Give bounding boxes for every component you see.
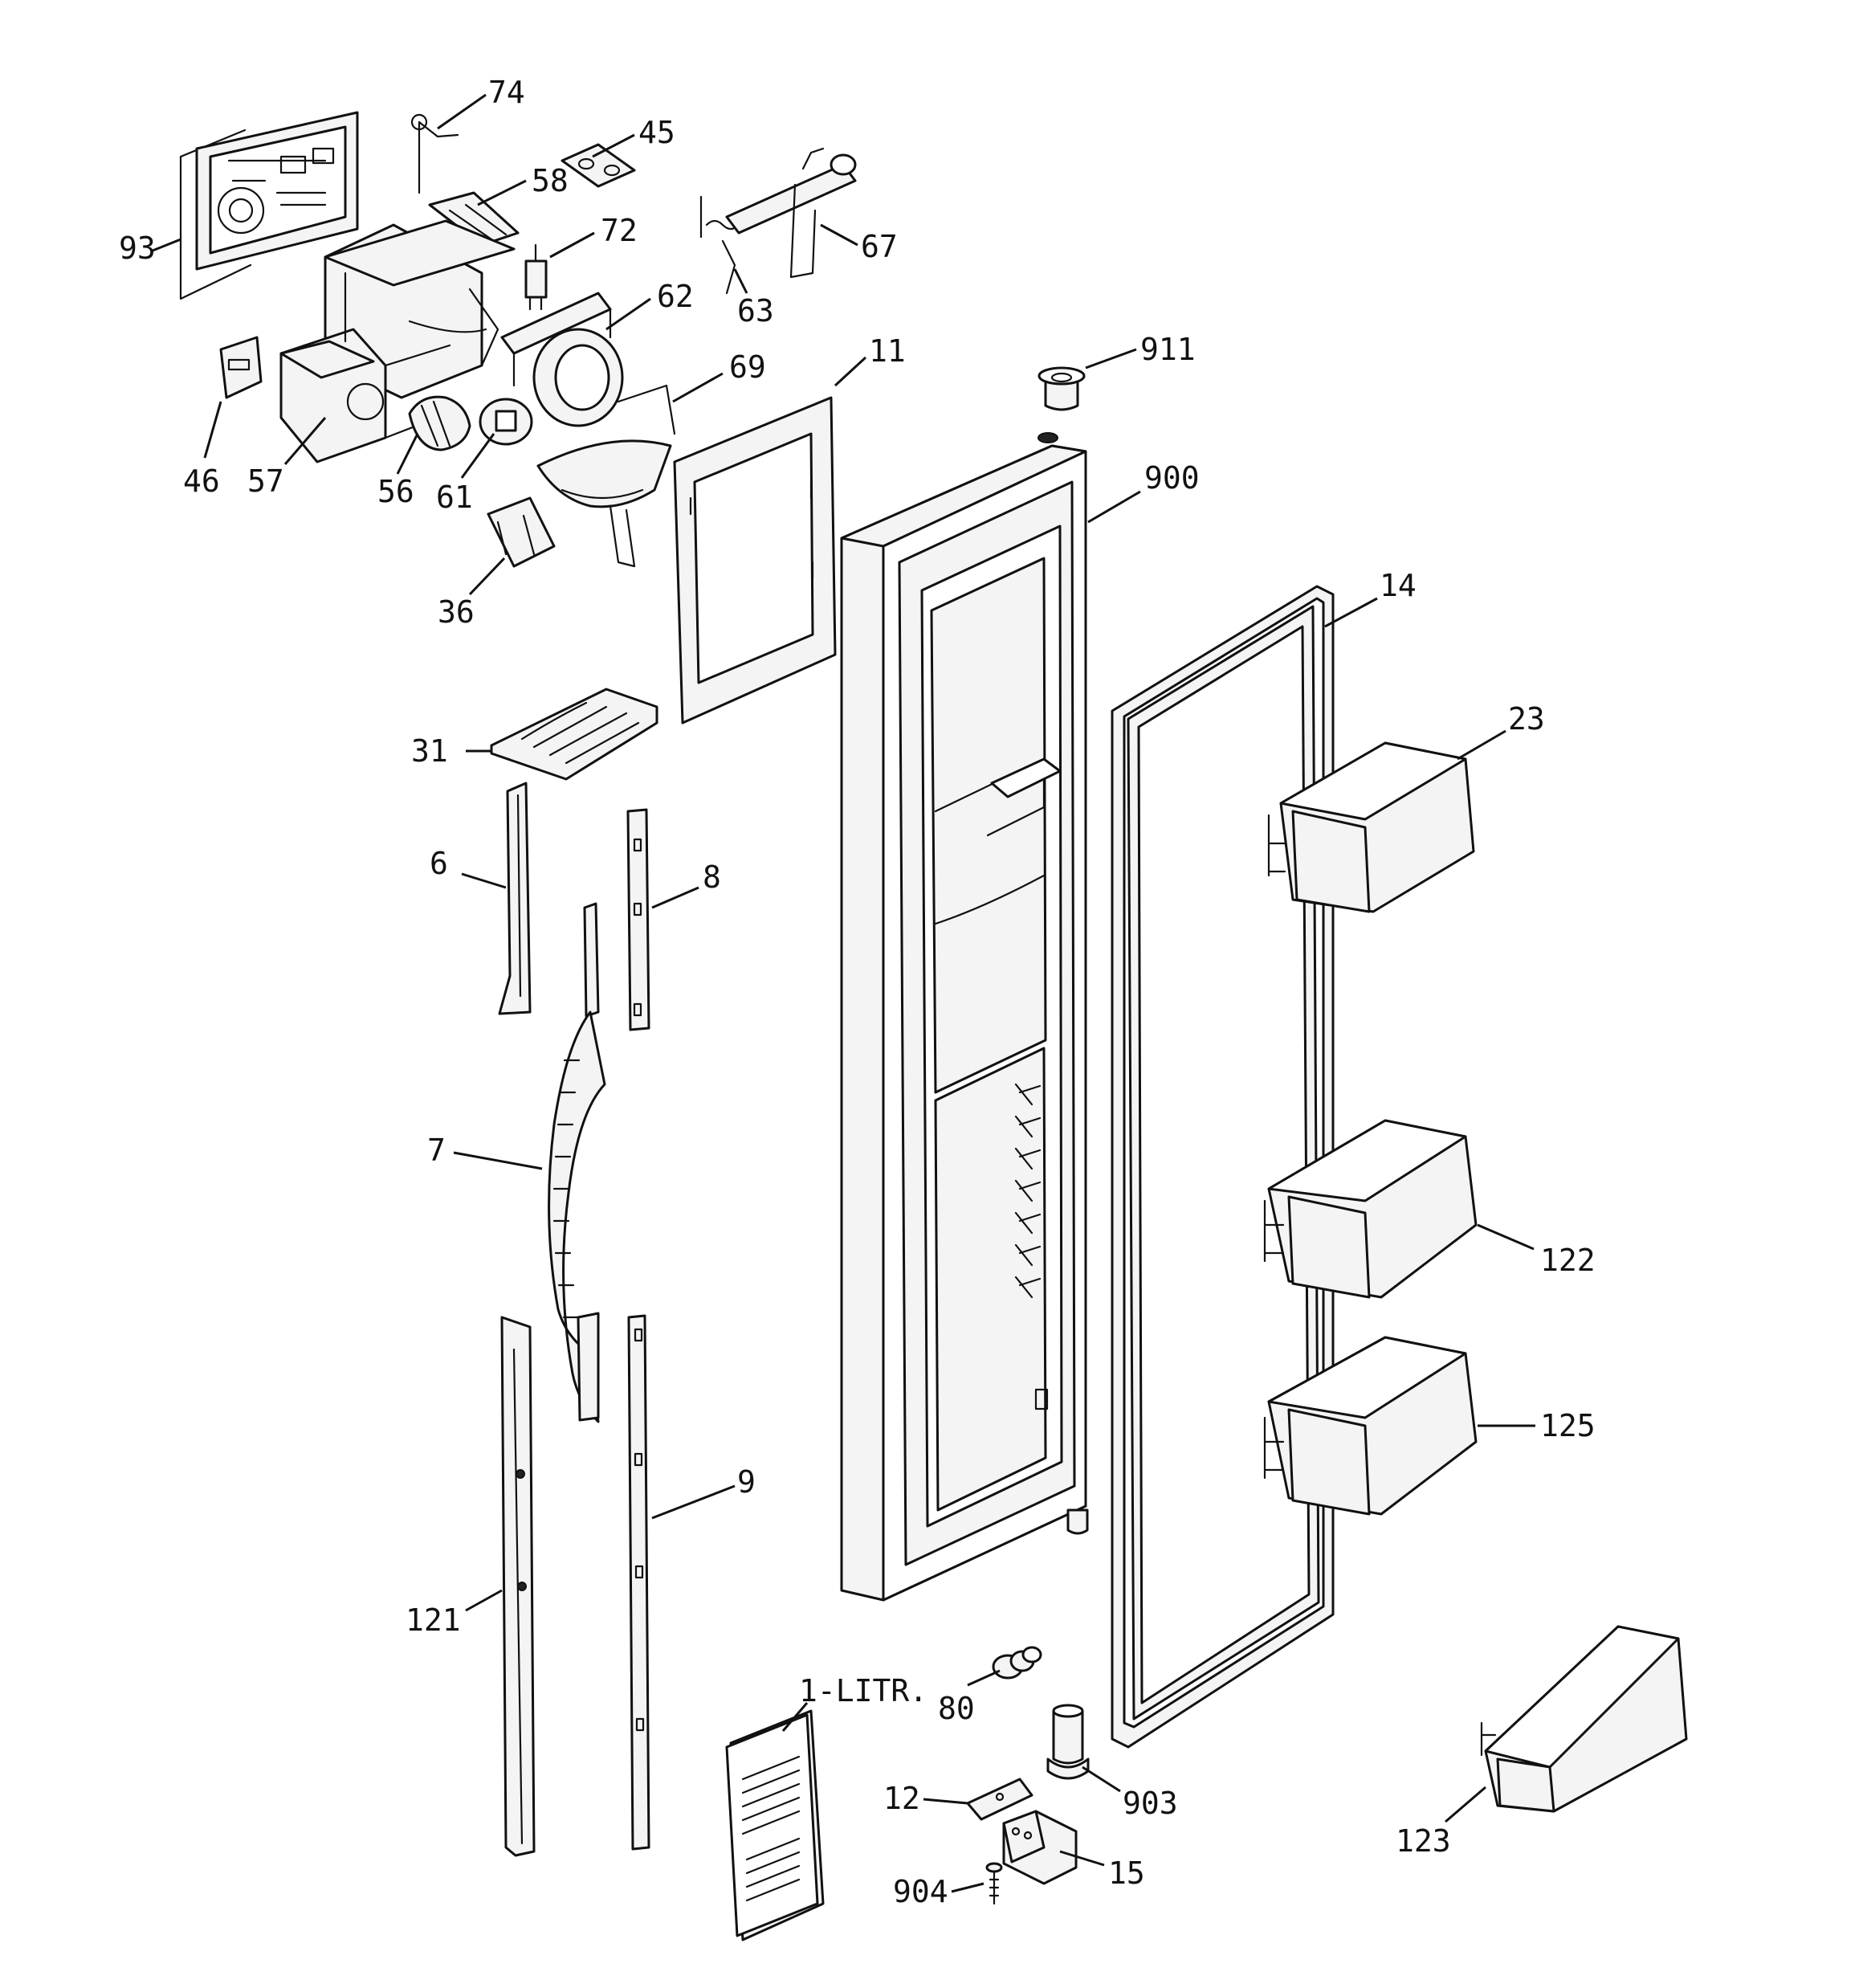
part-123-door-bin[interactable] — [1480, 1625, 1688, 1813]
callout-911: 911 — [1140, 332, 1196, 367]
part-903-hinge-pin[interactable] — [1046, 1704, 1090, 1780]
part-8-strip[interactable] — [626, 808, 650, 1031]
callout-903: 903 — [1123, 1786, 1178, 1821]
part-900-door-assembly[interactable] — [840, 432, 1089, 1602]
part-45-bracket[interactable] — [561, 143, 636, 188]
callout-900: 900 — [1144, 460, 1200, 496]
part-9-strip[interactable] — [627, 1314, 650, 1851]
part-11-recess-frame[interactable] — [673, 396, 837, 725]
part-14-door-gasket[interactable] — [1111, 585, 1335, 1749]
part-69-ice-chute[interactable] — [536, 384, 676, 568]
part-61-gear[interactable] — [479, 398, 533, 446]
callout-11: 11 — [869, 333, 906, 369]
callout-6: 6 — [430, 846, 448, 881]
callout-58: 58 — [532, 163, 569, 198]
callout-46: 46 — [183, 463, 220, 499]
part-6-trim[interactable] — [498, 782, 532, 1015]
part-121-trim[interactable] — [500, 1316, 536, 1857]
part-80-plug[interactable] — [992, 1646, 1042, 1680]
part-56-coupling[interactable] — [408, 395, 471, 451]
callout-31: 31 — [411, 733, 448, 769]
callout-36: 36 — [438, 594, 475, 630]
callout-45: 45 — [638, 115, 675, 150]
part-62-auger-ring[interactable] — [500, 292, 624, 427]
part-1-litr-literature[interactable] — [725, 1709, 825, 1941]
callout-labels: 74 45 58 93 72 67 63 62 11 911 69 46 57 … — [119, 75, 1596, 1909]
callout-93: 93 — [119, 231, 156, 266]
part-7-door-handle[interactable] — [548, 902, 606, 1423]
part-72-switch[interactable] — [524, 243, 548, 311]
part-122-door-bin[interactable] — [1263, 1119, 1478, 1299]
callout-123: 123 — [1396, 1823, 1451, 1859]
callout-7: 7 — [427, 1133, 446, 1168]
callout-8: 8 — [703, 859, 721, 895]
part-31-drip-grille[interactable] — [490, 688, 658, 781]
part-93-control-board[interactable] — [179, 111, 359, 300]
callout-23: 23 — [1508, 701, 1545, 737]
part-57-motor-housing[interactable] — [279, 219, 516, 463]
callout-62: 62 — [657, 279, 694, 314]
callout-69: 69 — [729, 349, 766, 385]
callout-125: 125 — [1540, 1408, 1596, 1443]
part-74-spring[interactable] — [410, 113, 459, 194]
part-12-shim[interactable] — [966, 1778, 1033, 1821]
part-46-cap[interactable] — [219, 336, 263, 399]
part-15-hinge-bracket[interactable] — [1002, 1810, 1078, 1885]
callout-61: 61 — [436, 480, 473, 515]
callout-63: 63 — [737, 293, 774, 329]
callout-9: 9 — [737, 1464, 756, 1500]
part-911-bushing[interactable] — [1037, 366, 1086, 411]
part-67-pivot-arm[interactable] — [725, 147, 857, 279]
callout-904: 904 — [893, 1874, 948, 1909]
callout-1-litr: 1-LITR. — [799, 1673, 927, 1708]
callout-122: 122 — [1540, 1243, 1596, 1278]
callout-121: 121 — [406, 1602, 461, 1638]
callout-14: 14 — [1380, 568, 1417, 603]
part-36-actuator[interactable] — [487, 496, 556, 568]
callout-12: 12 — [883, 1781, 920, 1816]
leader-lines — [152, 93, 1535, 1893]
callout-80: 80 — [938, 1691, 975, 1726]
callout-56: 56 — [377, 474, 414, 509]
part-125-door-bin[interactable] — [1263, 1336, 1478, 1516]
part-23-door-bin[interactable] — [1267, 741, 1475, 913]
callout-57: 57 — [247, 463, 284, 499]
callout-67: 67 — [861, 229, 898, 264]
callout-74: 74 — [488, 75, 525, 110]
callout-15: 15 — [1108, 1855, 1145, 1891]
part-904-screw[interactable] — [985, 1862, 1003, 1905]
callout-72: 72 — [601, 213, 638, 248]
